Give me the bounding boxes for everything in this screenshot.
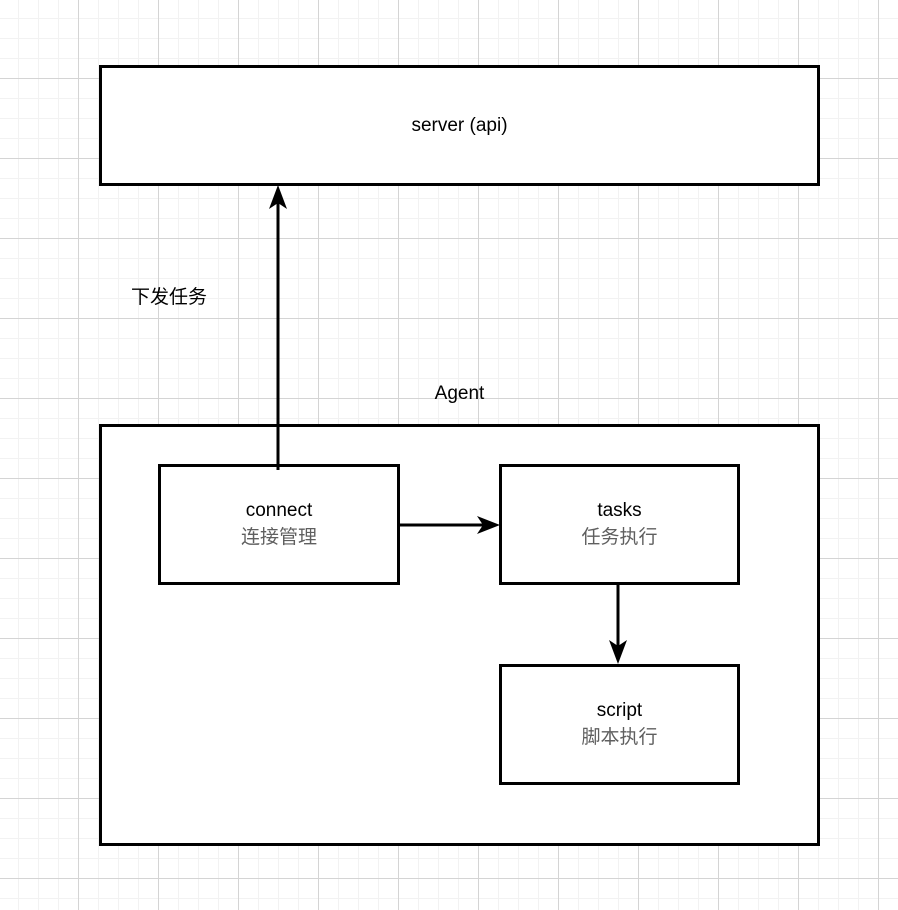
edge-label-dispatch-task: 下发任务 — [131, 287, 208, 308]
server-node[interactable]: server (api) — [99, 65, 820, 186]
edge-connect-to-server — [269, 185, 287, 464]
agent-label: Agent — [434, 383, 485, 404]
tasks-node[interactable]: tasks 任务执行 — [499, 464, 740, 585]
connect-node-title: connect — [245, 499, 313, 521]
script-node-subtitle: 脚本执行 — [581, 726, 658, 748]
script-node[interactable]: script 脚本执行 — [499, 664, 740, 785]
server-node-title: server (api) — [411, 114, 508, 136]
connect-node[interactable]: connect 连接管理 — [158, 464, 400, 585]
connect-node-subtitle: 连接管理 — [240, 526, 317, 548]
tasks-node-subtitle: 任务执行 — [581, 526, 658, 548]
script-node-title: script — [596, 699, 643, 721]
tasks-node-title: tasks — [597, 499, 642, 521]
